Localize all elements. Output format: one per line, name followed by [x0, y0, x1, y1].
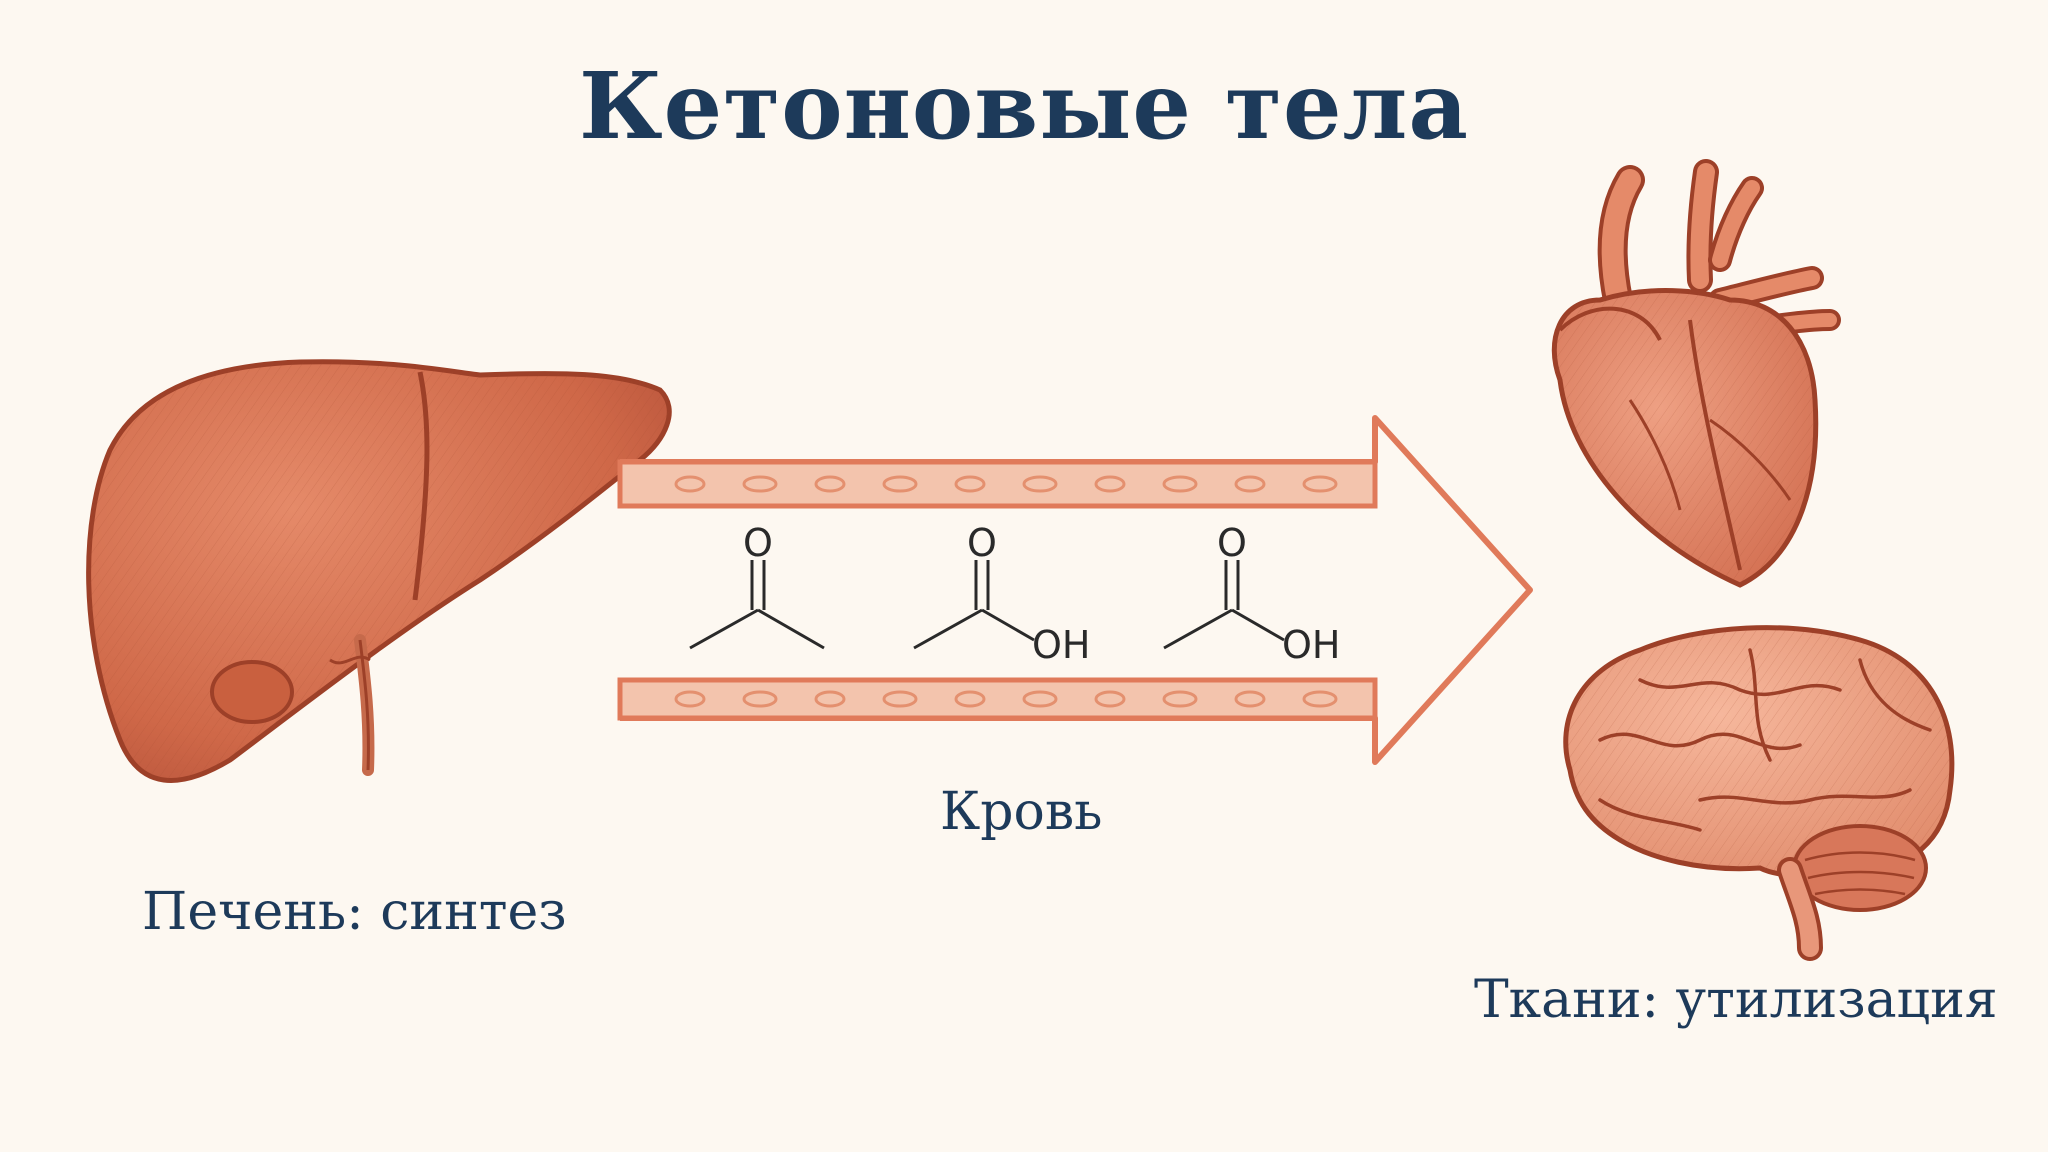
acid-molecule-1: O OH: [913, 521, 1090, 667]
heart-icon: [1551, 159, 1841, 588]
atom-o: O: [967, 521, 997, 565]
atom-oh: OH: [1282, 623, 1340, 667]
page-title: Кетоновые тела: [578, 52, 1470, 160]
atom-o: O: [743, 521, 773, 565]
acid-molecule-2: O OH: [1163, 521, 1340, 667]
acetone-molecule: O: [689, 521, 825, 650]
brain-icon: [1563, 625, 1955, 961]
atom-o: O: [1217, 521, 1247, 565]
liver-label: Печень: синтез: [142, 882, 567, 942]
liver-icon: [86, 359, 672, 783]
tissues-label: Ткани: утилизация: [1474, 970, 1998, 1030]
atom-oh: OH: [1032, 623, 1090, 667]
blood-label: Кровь: [940, 782, 1103, 842]
blood-vessel-arrow-icon: [617, 415, 1533, 765]
